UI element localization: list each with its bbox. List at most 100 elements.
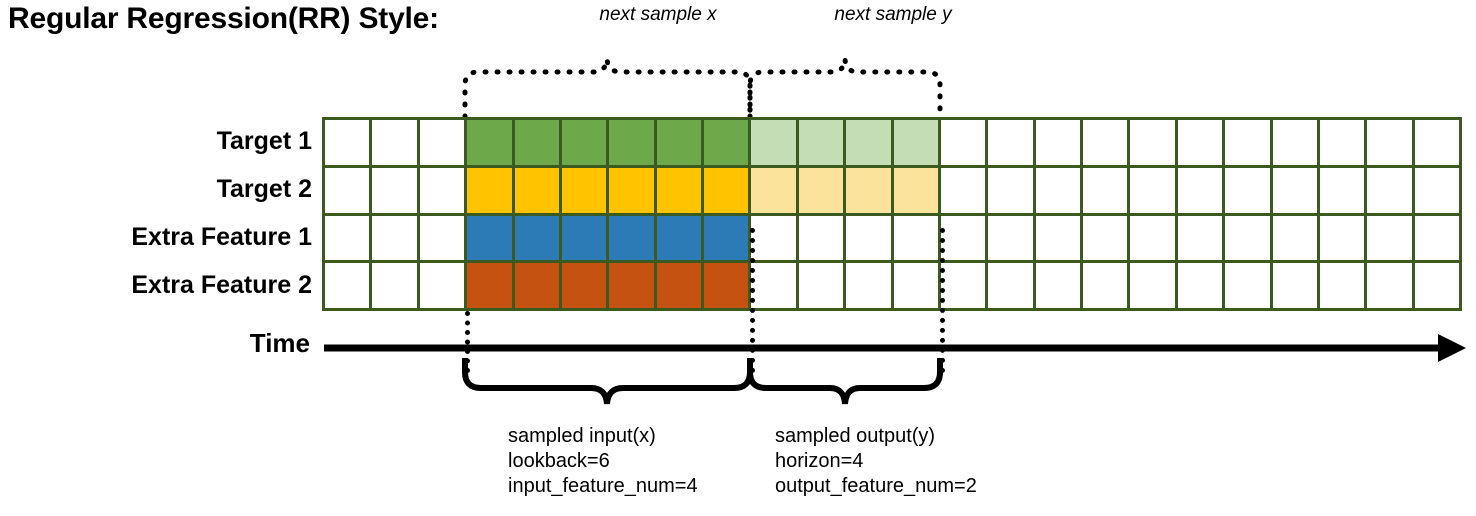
grid-cell (1272, 120, 1317, 165)
grid-cell (798, 167, 844, 213)
grid-cell (1035, 215, 1080, 261)
grid-cell (609, 167, 654, 213)
grid-cell (1272, 215, 1317, 261)
grid-cell (325, 215, 370, 261)
annotation-input-line-2: lookback=6 (508, 450, 610, 472)
grid-cell (325, 263, 370, 308)
time-axis-arrow (324, 334, 1466, 362)
row-label-column: Target 1 Target 2 Extra Feature 1 Extra … (0, 117, 312, 311)
caption-next-sample-y: next sample y (834, 4, 952, 25)
grid-cell (1319, 167, 1365, 213)
grid-cell (1225, 120, 1270, 165)
grid-cell (1414, 215, 1459, 261)
grid-cell (1035, 167, 1080, 213)
grid-cell (1035, 263, 1080, 308)
grid-cell (893, 167, 938, 213)
grid-cell (704, 263, 749, 308)
grid-cell (372, 120, 417, 165)
grid-cell (988, 263, 1033, 308)
grid-cell (514, 263, 559, 308)
grid-cell (1414, 120, 1459, 165)
row-label-target-2: Target 2 (216, 175, 312, 203)
grid-cell (656, 263, 701, 308)
grid-cell (467, 263, 512, 308)
annotation-input-line-1: sampled input(x) (508, 425, 656, 447)
grid-cell (751, 263, 796, 308)
grid-cell (609, 215, 654, 261)
grid-cell (1083, 263, 1128, 308)
grid-cell (1272, 167, 1317, 213)
grid-cell (372, 167, 417, 213)
grid-cell (1225, 215, 1270, 261)
timeseries-grid (322, 117, 1462, 311)
caption-next-sample-x: next sample x (599, 4, 717, 25)
grid-cell (704, 215, 749, 261)
grid-cell (1367, 120, 1412, 165)
row-label-target-1: Target 1 (216, 127, 312, 155)
grid-cell (1225, 263, 1270, 308)
annotation-sampled-input: sampled input(x) lookback=6 input_featur… (508, 424, 698, 499)
grid-cell (1130, 120, 1175, 165)
grid-cell (561, 167, 607, 213)
grid-cell (1367, 263, 1412, 308)
grid-cell (1177, 167, 1223, 213)
grid-cell (893, 215, 938, 261)
grid-cell (988, 120, 1033, 165)
grid-cell (467, 215, 512, 261)
grid-cell (846, 167, 891, 213)
grid-cell (467, 120, 512, 165)
grid-cell (893, 120, 938, 165)
grid-cell (798, 120, 844, 165)
grid-cell (514, 167, 559, 213)
grid-cell (1035, 120, 1080, 165)
grid-cell (1319, 120, 1365, 165)
time-axis-label: Time (249, 328, 310, 358)
grid-cell (372, 215, 417, 261)
grid-cell (704, 120, 749, 165)
guide-line-input-end (750, 228, 755, 373)
grid-cell (1225, 167, 1270, 213)
grid-cell (561, 215, 607, 261)
grid-cell (1083, 215, 1128, 261)
grid-cell (419, 215, 465, 261)
grid-cell (419, 167, 465, 213)
grid-cell (704, 167, 749, 213)
row-label-extra-feature-2: Extra Feature 2 (131, 271, 312, 299)
guide-line-input-start (465, 311, 470, 373)
grid-cell (1272, 263, 1317, 308)
grid-cell (1319, 215, 1365, 261)
grid-cell (1083, 167, 1128, 213)
guide-line-output-end (940, 228, 945, 373)
grid-cell (1083, 120, 1128, 165)
grid-cell (656, 120, 701, 165)
annotation-sampled-output: sampled output(y) horizon=4 output_featu… (775, 424, 977, 499)
grid-cell (940, 167, 986, 213)
grid-cell (561, 120, 607, 165)
grid-cell (1130, 263, 1175, 308)
grid-cell (609, 263, 654, 308)
grid-cell (1177, 263, 1223, 308)
grid-cell (751, 167, 796, 213)
grid-cell (1319, 263, 1365, 308)
grid-cell (1177, 215, 1223, 261)
grid-cell (467, 167, 512, 213)
grid-cell (846, 120, 891, 165)
page-title: Regular Regression(RR) Style: (8, 2, 439, 35)
grid-cell (846, 263, 891, 308)
grid-cell (514, 215, 559, 261)
grid-cell (656, 215, 701, 261)
grid-cell (372, 263, 417, 308)
grid-cell (940, 263, 986, 308)
grid-cell (1177, 120, 1223, 165)
grid-cell (514, 120, 559, 165)
grid-cell (846, 215, 891, 261)
grid-cell (751, 215, 796, 261)
grid-cell (988, 215, 1033, 261)
grid-cell (561, 263, 607, 308)
row-label-extra-feature-1: Extra Feature 1 (131, 223, 312, 251)
grid-cell (988, 167, 1033, 213)
grid-cell (325, 167, 370, 213)
grid-cell (1130, 215, 1175, 261)
grid-cell (1130, 167, 1175, 213)
